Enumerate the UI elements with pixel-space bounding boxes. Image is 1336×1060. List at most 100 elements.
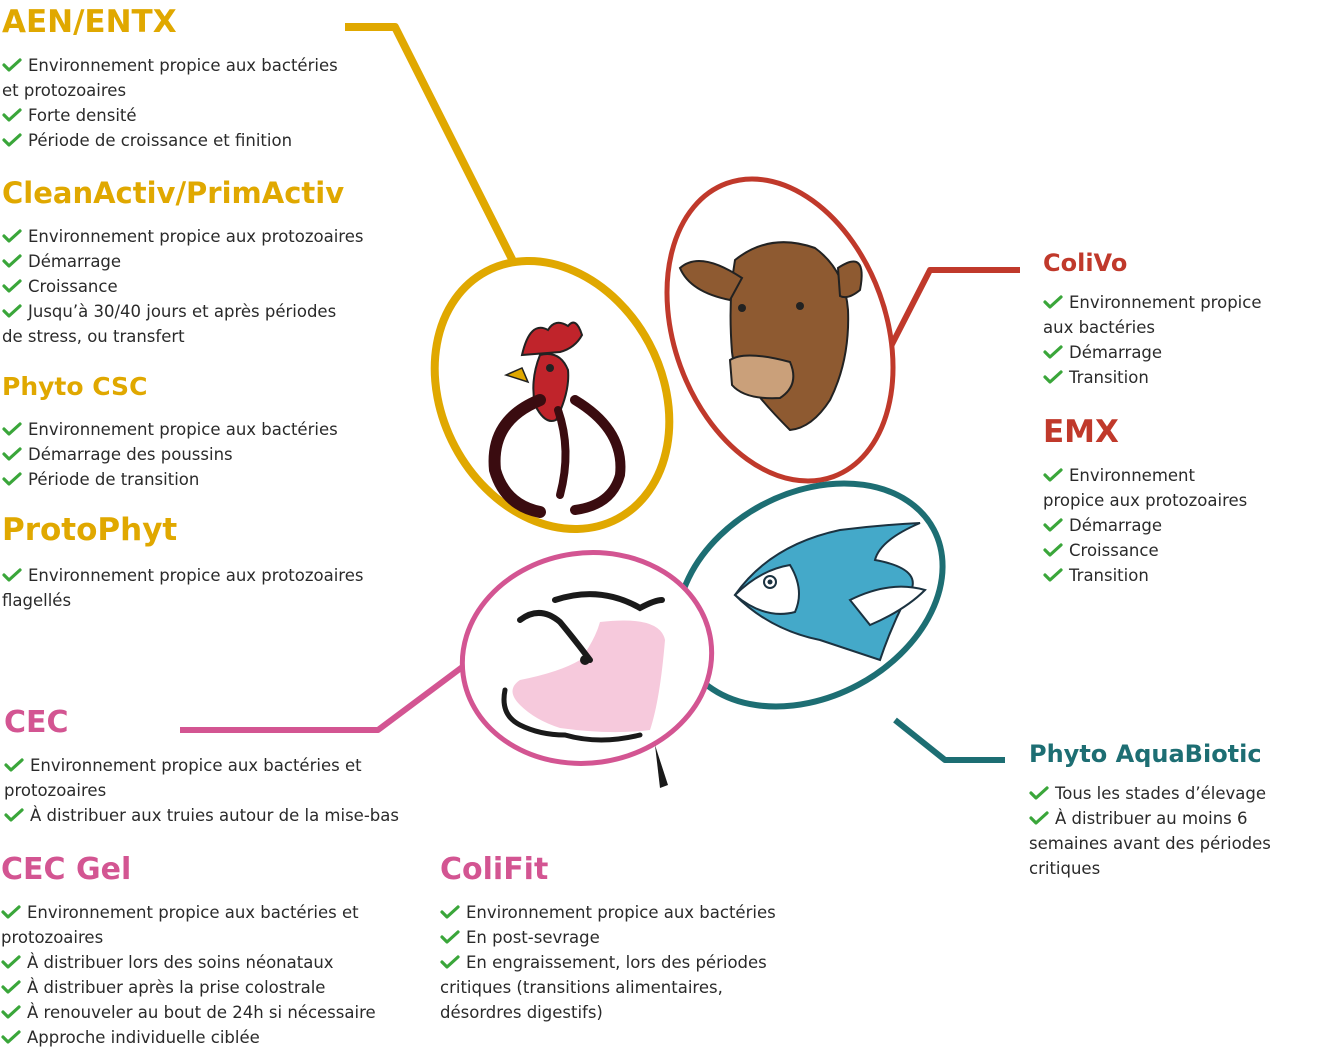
feature-text: Démarrage (1069, 516, 1163, 536)
checkmark-icon (4, 808, 26, 822)
checkmark-icon (2, 446, 24, 461)
product-title: ColiVo (1043, 249, 1128, 277)
cow-icon (664, 176, 896, 484)
feature-text: propice aux protozoaires (1043, 491, 1248, 511)
checkmark-icon (4, 758, 26, 772)
pig-icon (459, 550, 715, 788)
product-features: Environnement propice aux bactéries et pr… (1, 900, 421, 1050)
feature-text: À distribuer après la prise colostrale (27, 978, 326, 997)
feature-text: Tous les stades d’élevage (1055, 784, 1266, 804)
product-title: ProtoPhyt (2, 512, 178, 548)
feature-text: Démarrage des poussins (28, 444, 233, 464)
checkmark-icon (1043, 543, 1065, 557)
checkmark-icon (1043, 345, 1065, 359)
checkmark-icon (2, 58, 24, 72)
feature-item: À renouveler au bout de 24h si nécessair… (1, 1000, 421, 1025)
checkmark-icon (1, 1030, 23, 1044)
feature-text: Forte densité (28, 106, 137, 126)
feature-text: Environnement propice aux bactéries et (27, 903, 359, 922)
feature-text: et protozoaires (2, 81, 127, 101)
product-title: Phyto AquaBiotic (1029, 740, 1262, 768)
feature-text: Jusqu’à 30/40 jours et après périodes (28, 301, 337, 321)
feature-text: Environnement propice (1069, 293, 1262, 313)
feature-item: Croissance (1043, 538, 1333, 563)
feature-text: Approche individuelle ciblée (27, 1028, 260, 1047)
checkmark-icon (1043, 370, 1065, 384)
checkmark-icon (2, 421, 24, 436)
feature-item: Transition (1043, 563, 1333, 588)
checkmark-icon (440, 955, 462, 969)
checkmark-icon (440, 905, 462, 919)
feature-text: semaines avant des périodes (1029, 834, 1271, 854)
cattle-connector-line (885, 267, 1020, 354)
feature-text: Démarrage (28, 251, 122, 271)
feature-text: protozoaires (1, 928, 104, 947)
feature-text: Transition (1069, 368, 1149, 388)
feature-item: En engraissement, lors des périodes criti… (440, 950, 820, 1025)
feature-text: Transition (1069, 566, 1149, 586)
feature-item: Démarrage des poussins (2, 442, 382, 467)
feature-text: À renouveler au bout de 24h si nécessair… (27, 1003, 376, 1022)
feature-text: Croissance (1069, 541, 1159, 561)
checkmark-icon (2, 133, 24, 147)
feature-text: critiques (1029, 859, 1101, 879)
feature-text: Environnement propice aux bactéries (28, 419, 338, 439)
checkmark-icon (2, 471, 24, 486)
product-protophyt: ProtoPhyt Environnement propice aux prot… (2, 513, 402, 613)
feature-text: critiques (transitions alimentaires, (440, 978, 723, 997)
feature-item: À distribuer lors des soins néonataux (1, 950, 421, 975)
feature-item: Transition (1043, 365, 1333, 390)
checkmark-icon (2, 108, 24, 122)
feature-text: À distribuer aux truies autour de la mis… (30, 806, 399, 825)
feature-item: Jusqu’à 30/40 jours et après périodes de … (2, 299, 402, 349)
feature-item: Démarrage (2, 249, 402, 274)
feature-item: Tous les stades d’élevage (1029, 781, 1329, 806)
feature-item: Démarrage (1043, 340, 1333, 365)
feature-item: Environnement propice aux bactéries (440, 900, 820, 925)
product-cec: CEC Environnement propice aux bactéries … (4, 706, 434, 828)
checkmark-icon (1029, 811, 1051, 825)
product-title: Phyto CSC (2, 372, 148, 401)
feature-text: désordres digestifs) (440, 1003, 603, 1022)
checkmark-icon (1, 955, 23, 969)
feature-item: À distribuer aux truies autour de la mis… (4, 803, 434, 828)
product-title: EMX (1043, 414, 1119, 450)
product-title: CEC (4, 705, 69, 740)
feature-text: de stress, ou transfert (2, 326, 185, 346)
checkmark-icon (2, 229, 24, 243)
checkmark-icon (1, 980, 23, 994)
product-colifit: ColiFit Environnement propice aux bactér… (440, 853, 820, 1025)
feature-text: Environnement propice aux bactéries et (30, 756, 362, 775)
feature-text: En engraissement, lors des périodes (466, 953, 767, 972)
product-aen-entx: AEN/ENTX Environnement propice aux bacté… (2, 5, 382, 153)
checkmark-icon (1, 905, 23, 919)
fish-icon (674, 480, 946, 710)
checkmark-icon (1043, 468, 1065, 482)
checkmark-icon (440, 930, 462, 944)
feature-text: Période de croissance et finition (28, 131, 293, 151)
feature-item: Environnement propice aux bactéries et pr… (1, 900, 421, 950)
feature-item: Forte densité (2, 103, 382, 128)
product-emx: EMX Environnement propice aux protozoaire… (1043, 415, 1333, 588)
feature-text: Environnement propice aux bactéries (466, 903, 776, 922)
feature-item: Environnement propice aux protozoaires (1043, 463, 1333, 513)
product-cec-gel: CEC Gel Environnement propice aux bactér… (1, 853, 421, 1050)
checkmark-icon (2, 304, 24, 318)
feature-item: Démarrage (1043, 513, 1333, 538)
poultry-connector-line (345, 23, 524, 277)
feature-text: En post-sevrage (466, 928, 600, 947)
pig-connector-line (180, 662, 467, 733)
aqua-connector-line (893, 717, 1005, 763)
feature-item: À distribuer après la prise colostrale (1, 975, 421, 1000)
feature-text: Environnement (1069, 466, 1195, 486)
